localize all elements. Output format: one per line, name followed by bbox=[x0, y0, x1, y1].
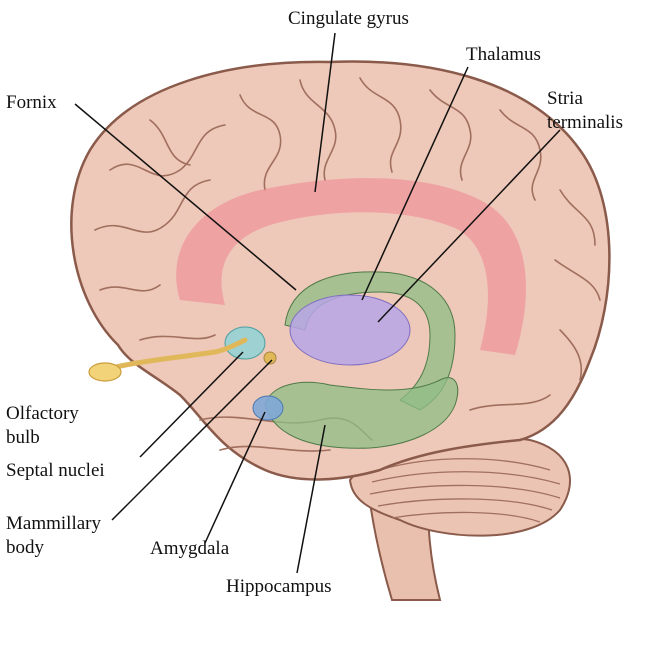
label-mammillary-line1: Mammillary bbox=[6, 513, 101, 534]
label-amygdala: Amygdala bbox=[150, 538, 230, 559]
label-stria-line2: terminalis bbox=[547, 112, 623, 133]
cerebrum bbox=[70, 60, 611, 481]
olfactory-bulb-region bbox=[88, 362, 122, 382]
thalamus-region bbox=[289, 294, 411, 366]
leader-lines bbox=[74, 32, 561, 574]
label-olfactory-line2: bulb bbox=[6, 427, 40, 448]
olfactory-tract bbox=[92, 337, 248, 375]
label-hippocampus: Hippocampus bbox=[226, 576, 332, 597]
leader-mammillary bbox=[111, 359, 273, 521]
leader-septal bbox=[139, 351, 244, 458]
label-septal-nuclei: Septal nuclei bbox=[6, 460, 105, 481]
cerebellum-folia bbox=[369, 458, 561, 523]
leader-fornix bbox=[74, 103, 297, 291]
label-thalamus: Thalamus bbox=[466, 44, 541, 65]
leader-thalamus bbox=[361, 66, 469, 301]
cingulate-gyrus-region bbox=[176, 178, 526, 355]
label-cingulate-gyrus: Cingulate gyrus bbox=[288, 8, 409, 29]
leader-cingulate bbox=[314, 32, 336, 193]
hippocampus-region bbox=[264, 377, 459, 449]
label-olfactory-line1: Olfactory bbox=[6, 403, 79, 424]
gyri-pattern bbox=[94, 77, 601, 452]
leader-hippocampus bbox=[296, 424, 326, 574]
mammillary-body-region bbox=[263, 351, 277, 365]
label-fornix: Fornix bbox=[6, 92, 57, 113]
septal-nuclei-region bbox=[224, 326, 266, 360]
label-mammillary-line2: body bbox=[6, 537, 44, 558]
amygdala-region bbox=[252, 395, 284, 421]
label-stria-line1: Stria bbox=[547, 88, 583, 109]
leader-stria bbox=[377, 129, 561, 323]
leader-amygdala bbox=[204, 411, 266, 544]
